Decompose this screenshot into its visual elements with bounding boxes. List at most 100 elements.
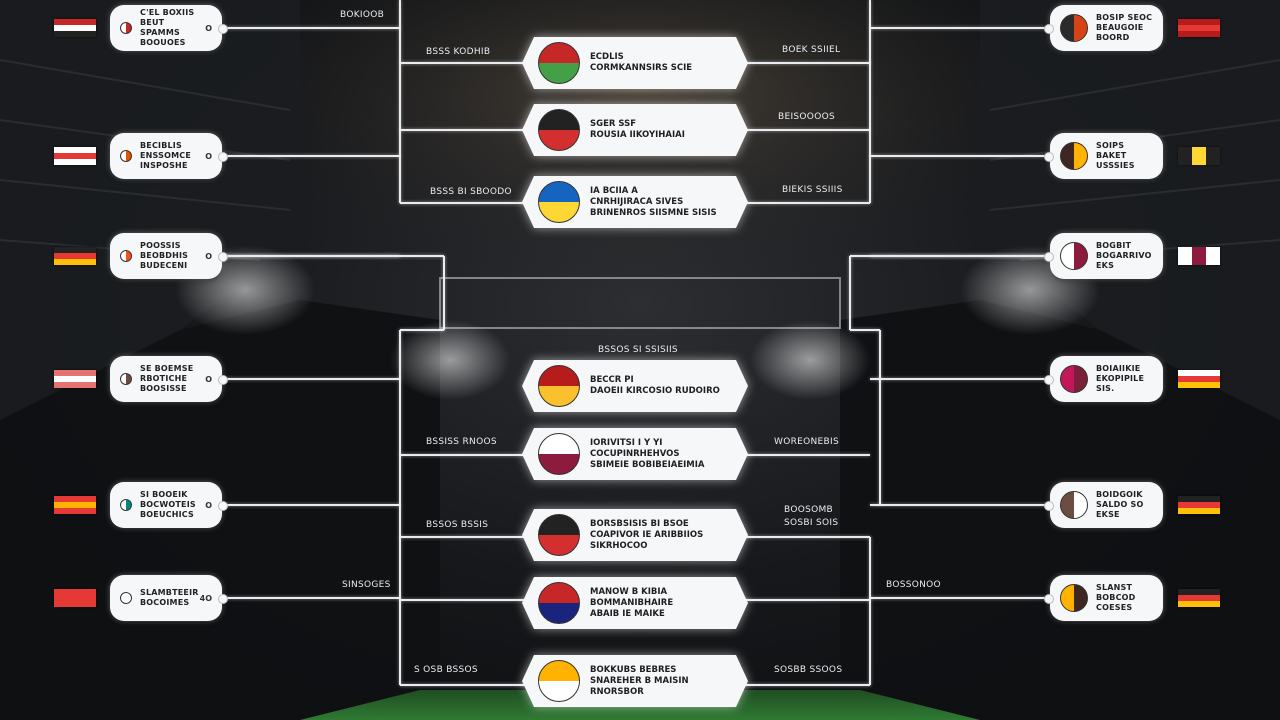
match-text: IORIVITSI I Y YI COCUPINRHEHVOS SBIMEIE … (590, 437, 705, 470)
round-label: BOOSOMB (784, 505, 834, 515)
flag-stripe (1178, 382, 1220, 388)
match-card[interactable]: IA BCIIA A CNRHIJIRACA SIVES BRINENROS S… (522, 176, 748, 228)
match-card[interactable]: BORSBSISIS BI BSOE COAPIVOR IE ARIBBIIOS… (522, 509, 748, 561)
flag-stripe (1178, 247, 1192, 265)
round-label: WOREONEBIS (774, 437, 839, 447)
right-team-card[interactable]: SOIPS BAKET USSSIES (1044, 133, 1163, 179)
flag-stripe (54, 382, 96, 388)
left-team-flag (54, 147, 96, 165)
round-label: BEISOOOOS (778, 112, 835, 122)
team-crest-icon (538, 433, 580, 475)
flag-stripe (54, 153, 96, 159)
left-team-flag (54, 370, 96, 388)
team-name: BOGBIT BOGARRIVO EKS (1096, 241, 1152, 270)
team-name: SLANST BOBCOD COESES (1096, 583, 1136, 612)
team-name: SI BOOEIK BOCWOTEIS BOEUCHICS (140, 490, 196, 519)
round-label: BOKIOOB (340, 10, 385, 20)
flag-stripe (54, 376, 96, 382)
match-text: IA BCIIA A CNRHIJIRACA SIVES BRINENROS S… (590, 185, 717, 218)
flag-stripe (54, 259, 96, 265)
match-card[interactable]: IORIVITSI I Y YI COCUPINRHEHVOS SBIMEIE … (522, 428, 748, 480)
flag-stripe (1192, 147, 1206, 165)
team-crest-icon (120, 499, 132, 511)
flag-stripe (1178, 31, 1220, 37)
bracket-connector (870, 504, 1050, 506)
bracket-connector (443, 256, 445, 330)
bracket-connector (879, 330, 881, 505)
team-crest-icon (120, 250, 132, 262)
match-text: SGER SSF ROUSIA IIKOYIHAIAI (590, 119, 685, 140)
bracket-connector (869, 0, 871, 203)
bracket-connector (400, 329, 444, 331)
team-crest-icon (1060, 365, 1088, 393)
right-team-flag (1178, 370, 1220, 388)
bracket-connector (222, 597, 400, 599)
team-seed: O (205, 23, 212, 33)
bracket-connector (222, 27, 400, 29)
bracket-connector (870, 27, 1050, 29)
match-card-glow: BOKKUBS BEBRES SNAREHER B MAISIN RNORSBO… (522, 655, 748, 707)
match-card[interactable]: SGER SSF ROUSIA IIKOYIHAIAI (522, 104, 748, 156)
bracket-connector (849, 256, 851, 330)
left-team-flag (54, 247, 96, 265)
match-card-glow: ECDLIS CORMKANNSIRS SCIE (522, 37, 748, 89)
flag-stripe (54, 159, 96, 165)
match-card[interactable]: ECDLIS CORMKANNSIRS SCIE (522, 37, 748, 89)
match-text: BORSBSISIS BI BSOE COAPIVOR IE ARIBBIIOS… (590, 518, 704, 551)
team-name: BOIAIIKIE EKOPIPILE SIS. (1096, 364, 1145, 393)
round-label: BSSS KODHIB (426, 47, 491, 57)
match-card-glow: BECCR PI DAOEII KIRCOSIO RUDOIRO (522, 360, 748, 412)
round-label: BOEK SSIIEL (782, 45, 841, 55)
bracket-connector (850, 329, 880, 331)
flag-stripe (1178, 496, 1220, 502)
flag-stripe (54, 502, 96, 508)
right-team-flag (1178, 589, 1220, 607)
flag-stripe (54, 253, 96, 259)
right-team-card[interactable]: BOIDGOIK SALDO SO EKSE (1044, 482, 1163, 528)
match-card[interactable]: BECCR PI DAOEII KIRCOSIO RUDOIRO (522, 360, 748, 412)
right-team-card[interactable]: BOSIP SEOC BEAUGOIE BOORD (1044, 5, 1163, 51)
flag-stripe (1192, 247, 1206, 265)
match-card[interactable]: BOKKUBS BEBRES SNAREHER B MAISIN RNORSBO… (522, 655, 748, 707)
flag-stripe (54, 508, 96, 514)
team-crest-icon (1060, 242, 1088, 270)
match-text: BECCR PI DAOEII KIRCOSIO RUDOIRO (590, 375, 720, 396)
flag-stripe (1178, 601, 1220, 607)
bracket-connector (399, 0, 401, 203)
match-card-glow: IORIVITSI I Y YI COCUPINRHEHVOS SBIMEIE … (522, 428, 748, 480)
team-name: SLAMBTEEIR BOCOIMES (140, 588, 199, 607)
match-card-glow: SGER SSF ROUSIA IIKOYIHAIAI (522, 104, 748, 156)
flag-stripe (1178, 502, 1220, 508)
team-crest-icon (1060, 491, 1088, 519)
right-team-flag (1178, 19, 1220, 37)
team-name: BOIDGOIK SALDO SO EKSE (1096, 490, 1144, 519)
flag-stripe (54, 247, 96, 253)
round-label: BSSOS SI SSISIIS (598, 345, 678, 355)
match-text: MANOW B KIBIA BOMMANIBHAIRE ABAIB IE MAI… (590, 586, 674, 619)
round-label: SOSBB SSOOS (774, 665, 843, 675)
team-seed: 4O (199, 593, 212, 603)
left-team-flag (54, 496, 96, 514)
match-card[interactable]: MANOW B KIBIA BOMMANIBHAIRE ABAIB IE MAI… (522, 577, 748, 629)
bracket-connector (222, 378, 400, 380)
match-card-glow: BORSBSISIS BI BSOE COAPIVOR IE ARIBBIIOS… (522, 509, 748, 561)
right-team-card[interactable]: SLANST BOBCOD COESES (1044, 575, 1163, 621)
flag-stripe (1178, 147, 1192, 165)
bracket-connector (870, 155, 1050, 157)
flag-stripe (54, 496, 96, 502)
right-team-card[interactable]: BOGBIT BOGARRIVO EKS (1044, 233, 1163, 279)
flag-stripe (1178, 508, 1220, 514)
flag-stripe (54, 147, 96, 153)
team-crest-icon (538, 660, 580, 702)
team-crest-icon (1060, 142, 1088, 170)
right-team-card[interactable]: BOIAIIKIE EKOPIPILE SIS. (1044, 356, 1163, 402)
bracket-connector (222, 155, 400, 157)
flag-stripe (54, 595, 96, 601)
flag-stripe (1178, 19, 1220, 25)
